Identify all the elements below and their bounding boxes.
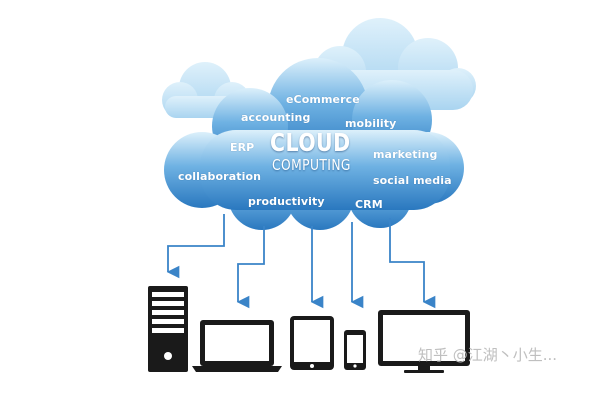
term-mobility: mobility	[345, 117, 397, 130]
arrow-to-server	[166, 214, 225, 279]
term-erp: ERP	[230, 141, 255, 154]
term-collaboration: collaboration	[178, 170, 262, 183]
laptop-icon	[192, 320, 282, 372]
term-accounting: accounting	[241, 111, 311, 124]
main-cloud	[164, 58, 464, 230]
term-productivity: productivity	[248, 195, 325, 208]
term-social-media: social media	[373, 174, 452, 187]
tablet-icon	[290, 316, 334, 370]
watermark: 知乎 @江湖丶小生...	[418, 346, 558, 364]
server-tower-icon	[148, 286, 188, 372]
arrow-to-laptop	[236, 226, 265, 309]
computing-title: COMPUTING	[272, 156, 351, 174]
desktop-monitor-icon	[378, 310, 470, 373]
term-crm: CRM	[355, 198, 383, 211]
term-ecommerce: eCommerce	[286, 93, 360, 106]
connector-arrows	[166, 214, 436, 309]
smartphone-icon	[344, 330, 366, 370]
arrow-to-monitor	[389, 218, 436, 309]
cloud-title: CLOUD	[270, 128, 351, 157]
term-marketing: marketing	[373, 148, 438, 161]
